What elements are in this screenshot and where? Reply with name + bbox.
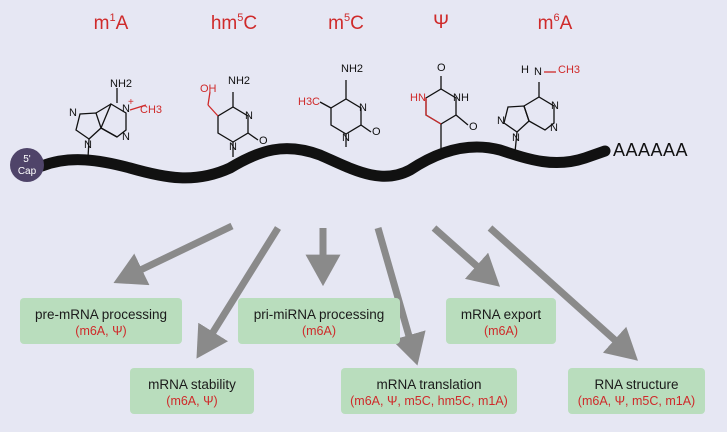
m1a-ch3: CH3 [140,104,163,116]
arrow-mrna-export [431,225,501,287]
rna-strand [36,141,611,184]
m1a-nh2: NH2 [110,78,133,90]
pseudouridine-o: O [469,121,478,133]
box-mods: (m6A, Ψ) [166,394,218,408]
mod-label-m6a: m6A [537,12,573,34]
box-rna-structure: RNA structure (m6A, Ψ, m5C, m1A) [568,368,705,414]
box-mods: (m6A, Ψ) [75,324,127,338]
box-title: mRNA translation [376,377,482,392]
box-mods: (m6A, Ψ, m5C, hm5C, m1A) [350,394,508,408]
box-mrna-translation: mRNA translation (m6A, Ψ, m5C, hm5C, m1A… [341,368,517,414]
mod-label-hm5c: hm5C [210,12,258,34]
box-title: pri-miRNA processing [253,307,385,322]
box-pre-mrna-processing: pre-mRNA processing (m6A, Ψ) [20,298,182,344]
hm5c-oh: OH [200,83,217,95]
poly-a-tail: AAAAAA [613,140,689,160]
pseudouridine-o-top: O [437,62,446,74]
box-mods: (m6A, Ψ, m5C, m1A) [577,394,696,408]
m5c-o: O [372,126,381,138]
box-title: mRNA export [460,307,542,322]
arrow-mrna-translation [374,227,426,366]
m6a-n1: N [551,100,559,112]
m1a-charge: + [128,97,134,108]
hm5c-n3: N [245,110,253,122]
mod-label-m1a: m1A [93,12,129,34]
m1a-n3: N [122,131,130,143]
arrow-pre-mrna-processing [113,222,234,286]
m6a-ch3: CH3 [558,64,581,76]
box-mrna-stability: mRNA stability (m6A, Ψ) [130,368,254,414]
hm5c-structure [207,91,259,157]
m6a-n9: N [512,132,520,144]
five-prime-cap [10,148,44,182]
m1a-n9: N [84,139,92,151]
arrow-rna-structure [487,225,638,361]
m5c-structure [319,80,372,147]
m5c-n1: N [342,132,350,144]
box-mods: (m6A) [301,324,337,338]
pseudouridine-structure [425,76,469,152]
hm5c-nh2: NH2 [228,75,251,87]
hm5c-o: O [259,135,268,147]
box-pri-mirna-processing: pri-miRNA processing (m6A) [238,298,400,344]
arrow-mrna-stability [196,226,281,359]
hm5c-n1: N [229,141,237,153]
box-title: RNA structure [594,377,679,392]
m5c-nh2: NH2 [341,63,364,75]
pseudouridine-hn: HN [410,92,426,104]
m1a-n7: N [69,107,77,119]
m1a-n1: N [122,103,130,115]
m5c-h3c: H3C [298,96,321,108]
box-title: pre-mRNA processing [34,307,168,322]
m6a-n6: N [534,66,542,78]
m6a-n3: N [550,122,558,134]
arrows [113,222,638,366]
box-title: mRNA stability [148,377,236,392]
m6a-structure [503,71,556,153]
mod-label-m5c: m5C [328,12,364,34]
mod-label-pseudouridine: Ψ [433,12,449,33]
box-mrna-export: mRNA export (m6A) [446,298,556,344]
m5c-n3: N [359,102,367,114]
m6a-n7: N [497,115,505,127]
m6a-h: H [521,64,529,76]
cap-label: 5'Cap [17,154,37,177]
box-mods: (m6A) [483,324,519,338]
pseudouridine-nh: NH [453,92,469,104]
m1a-structure [75,88,147,159]
